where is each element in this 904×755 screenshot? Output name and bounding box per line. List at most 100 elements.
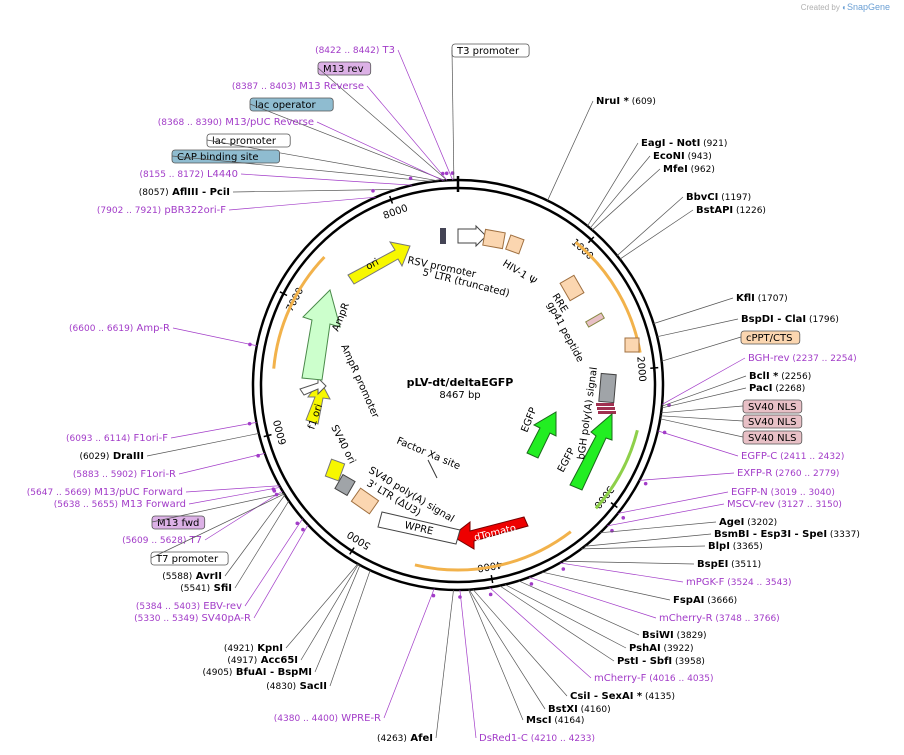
bgh-block xyxy=(598,372,617,404)
callout-text: EGFP-N (3019 .. 3040) xyxy=(731,487,835,498)
callout-line xyxy=(541,571,671,601)
callout-text: BstXI (4160) xyxy=(548,704,611,715)
callout-line xyxy=(224,494,286,577)
callout-line xyxy=(591,168,661,231)
callout-line xyxy=(661,336,742,362)
tick-mark xyxy=(587,236,595,244)
callout-top-2: M13 rev xyxy=(317,61,448,181)
callout-right-2: EcoNI (943) xyxy=(589,151,712,229)
callout-text: (8387 .. 8403) M13 Reverse xyxy=(232,81,364,92)
ampr-promoter-arrow xyxy=(299,376,327,396)
tick-label: 8000 xyxy=(382,203,410,222)
callout-text: KflI (1707) xyxy=(736,293,788,304)
callout-text: mCherry-R (3748 .. 3766) xyxy=(659,613,780,624)
callout-top-7: CAP binding site xyxy=(171,149,433,182)
callout-name: lac operator xyxy=(255,100,316,111)
rsv-promoter-block xyxy=(440,228,446,244)
cppt-block xyxy=(624,337,640,353)
callout-right-25: mCherry-R (3748 .. 3766) xyxy=(528,576,780,624)
callout-text: EGFP-C (2411 .. 2432) xyxy=(741,451,844,462)
callout-text: BlpI (3365) xyxy=(708,541,763,552)
callout-top-3: (8387 .. 8403) M13 Reverse xyxy=(232,81,449,181)
callout-line xyxy=(472,589,568,697)
callout-line xyxy=(657,430,739,457)
callout-text: (5541) SfiI xyxy=(180,583,232,594)
callout-left-3: (5883 .. 5902) F1ori-R xyxy=(73,453,265,480)
egfp-arrow-outer xyxy=(569,412,613,491)
callout-line xyxy=(150,493,285,559)
callout-right-14: SV40 NLS xyxy=(660,418,803,445)
callout-text: (6029) DraIII xyxy=(79,451,144,462)
callout-right-33: DsRed1-C (4210 .. 4233) xyxy=(458,589,595,744)
tick-mark xyxy=(263,433,272,438)
ltr3-block xyxy=(334,473,356,497)
callout-left-9: (5588) AvrII xyxy=(162,494,286,582)
callout-line xyxy=(489,587,592,679)
callout-line xyxy=(660,418,744,438)
callout-right-12: SV40 NLS xyxy=(661,399,803,414)
feature-factorxa: Factor Xa site xyxy=(395,436,462,473)
callout-line xyxy=(253,524,309,619)
callout-text: MscI (4164) xyxy=(526,715,584,726)
callout-line xyxy=(170,422,257,439)
callout-right-5: BstAPI (1226) xyxy=(619,205,766,260)
feature-f1ori: f1 ori xyxy=(306,403,325,431)
callout-top-4: lac operator xyxy=(249,97,445,181)
gp41-block xyxy=(585,312,605,328)
callout-right-24: FspAI (3666) xyxy=(541,571,737,606)
callout-text: (5638 .. 5655) M13 Forward xyxy=(54,499,186,510)
callout-line xyxy=(172,327,257,347)
callout-right-32: MscI (4164) xyxy=(468,589,584,726)
callout-left-13: (4921) KpnI xyxy=(224,563,359,654)
snapgene-credit: Created by ◐SnapGene xyxy=(801,2,890,12)
callout-text: EagI - NotI (921) xyxy=(641,138,727,149)
callout-line xyxy=(188,486,281,505)
callout-text: (6600 .. 6619) Amp-R xyxy=(69,323,170,334)
callout-top-6: lac promoter xyxy=(206,133,439,182)
callout-text: BstAPI (1226) xyxy=(696,205,766,216)
callout-line xyxy=(559,562,684,583)
callout-left-0: (6600 .. 6619) Amp-R xyxy=(69,323,257,347)
tick-label: 2000 xyxy=(634,356,647,382)
callout-text: AgeI (3202) xyxy=(719,517,777,528)
tick-mark xyxy=(650,366,659,370)
callout-text: BsmBI - Esp3I - SpeI (3337) xyxy=(714,529,860,540)
callout-name: M13 rev xyxy=(323,64,364,75)
callout-text: BbvCI (1197) xyxy=(686,192,751,203)
callout-right-7: BspDI - ClaI (1796) xyxy=(657,314,839,338)
snapgene-logo-icon: ◐ xyxy=(842,3,847,12)
callout-line xyxy=(234,500,290,589)
callout-right-4: BbvCI (1197) xyxy=(616,192,751,256)
sv40ori-block xyxy=(324,458,346,482)
callout-line xyxy=(581,545,706,550)
callout-line xyxy=(661,357,746,405)
callout-text: BGH-rev (2237 .. 2254) xyxy=(748,353,857,364)
callout-right-27: PshAI (3922) xyxy=(504,584,693,654)
callout-text: PshAI (3922) xyxy=(629,643,693,654)
tick-mark xyxy=(349,547,355,555)
callout-left-12: (5330 .. 5349) SV40pA-R xyxy=(134,524,309,624)
callout-right-15: EGFP-C (2411 .. 2432) xyxy=(657,430,844,462)
callout-line xyxy=(316,121,444,181)
feature-egfp-2: EGFP xyxy=(556,446,578,474)
callout-text: (6093 .. 6114) F1ori-F xyxy=(66,433,168,444)
callout-text: PstI - SbfI (3958) xyxy=(617,656,705,667)
callout-right-20: BsmBI - Esp3I - SpeI (3337) xyxy=(584,529,860,547)
tick-mark xyxy=(610,502,618,509)
callout-line xyxy=(317,67,448,181)
callout-text: BspEI (3511) xyxy=(697,559,761,570)
callout-right-30: CsiI - SexAI * (4135) xyxy=(472,589,675,702)
feature-ori: ori xyxy=(364,257,381,273)
credit-prefix: Created by xyxy=(800,3,840,12)
callout-line xyxy=(619,209,694,260)
callout-line xyxy=(240,173,413,186)
credit-brand: SnapGene xyxy=(846,2,890,12)
tick-mark xyxy=(490,574,494,584)
tick-label: 5000 xyxy=(345,528,372,551)
callout-text: (8057) AflIII - PciI xyxy=(139,187,230,198)
callout-line xyxy=(528,576,657,619)
callout-right-21: BlpI (3365) xyxy=(581,541,763,552)
callout-left-8: T7 promoter xyxy=(150,493,285,566)
callout-left-16: (4830) SacII xyxy=(266,570,371,692)
callout-line xyxy=(249,103,445,181)
